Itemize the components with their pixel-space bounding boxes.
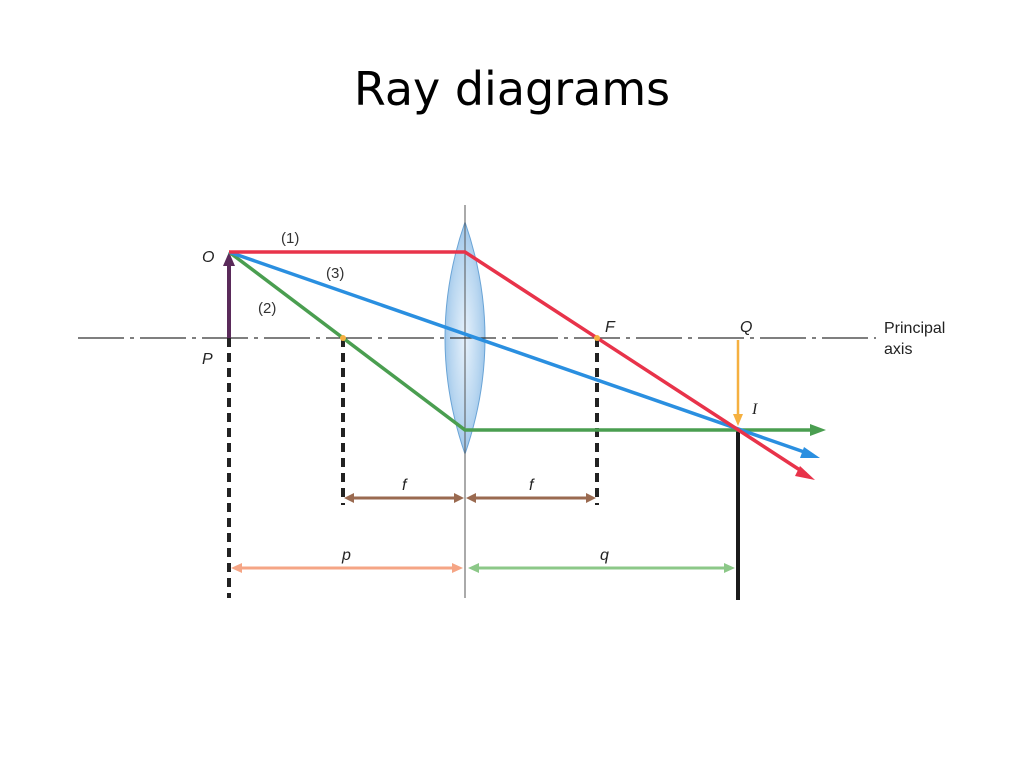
ray-2 <box>227 250 815 432</box>
object-arrowhead <box>223 252 235 266</box>
p-arrow-head-a <box>231 563 242 573</box>
image-arrowhead <box>733 414 743 426</box>
ray-2-arrowhead <box>810 424 826 436</box>
label-principal-axis-2: axis <box>884 341 912 358</box>
label-image-tip: I <box>751 401 758 418</box>
label-ray-1: (1) <box>281 230 299 247</box>
label-image-base: Q <box>740 319 752 336</box>
label-f-left: f <box>402 477 408 494</box>
focal-point-left-marker <box>340 335 346 341</box>
focal-point-right-marker <box>594 335 600 341</box>
ray-3 <box>228 250 811 456</box>
label-f-right: f <box>529 477 535 494</box>
label-object-top: O <box>202 249 214 266</box>
ray-1 <box>229 250 807 476</box>
label-p: p <box>341 547 351 564</box>
label-object-base: P <box>202 351 213 368</box>
ray-3-arrowhead <box>800 447 820 458</box>
label-q: q <box>600 547 609 564</box>
f-arrow-right-head-b <box>586 493 596 503</box>
slide-title: Ray diagrams <box>353 62 671 116</box>
ray-1-arrowhead <box>795 466 815 480</box>
p-arrow-head-b <box>452 563 463 573</box>
label-ray-2: (2) <box>258 300 276 317</box>
q-arrow-head-a <box>468 563 479 573</box>
q-arrow-head-b <box>724 563 735 573</box>
f-arrow-left-head-b <box>454 493 464 503</box>
f-arrow-left-head-a <box>344 493 354 503</box>
f-arrow-right-head-a <box>466 493 476 503</box>
label-focal-point: F <box>605 319 616 336</box>
label-ray-3: (3) <box>326 265 344 282</box>
label-principal-axis-1: Principal <box>884 320 945 337</box>
